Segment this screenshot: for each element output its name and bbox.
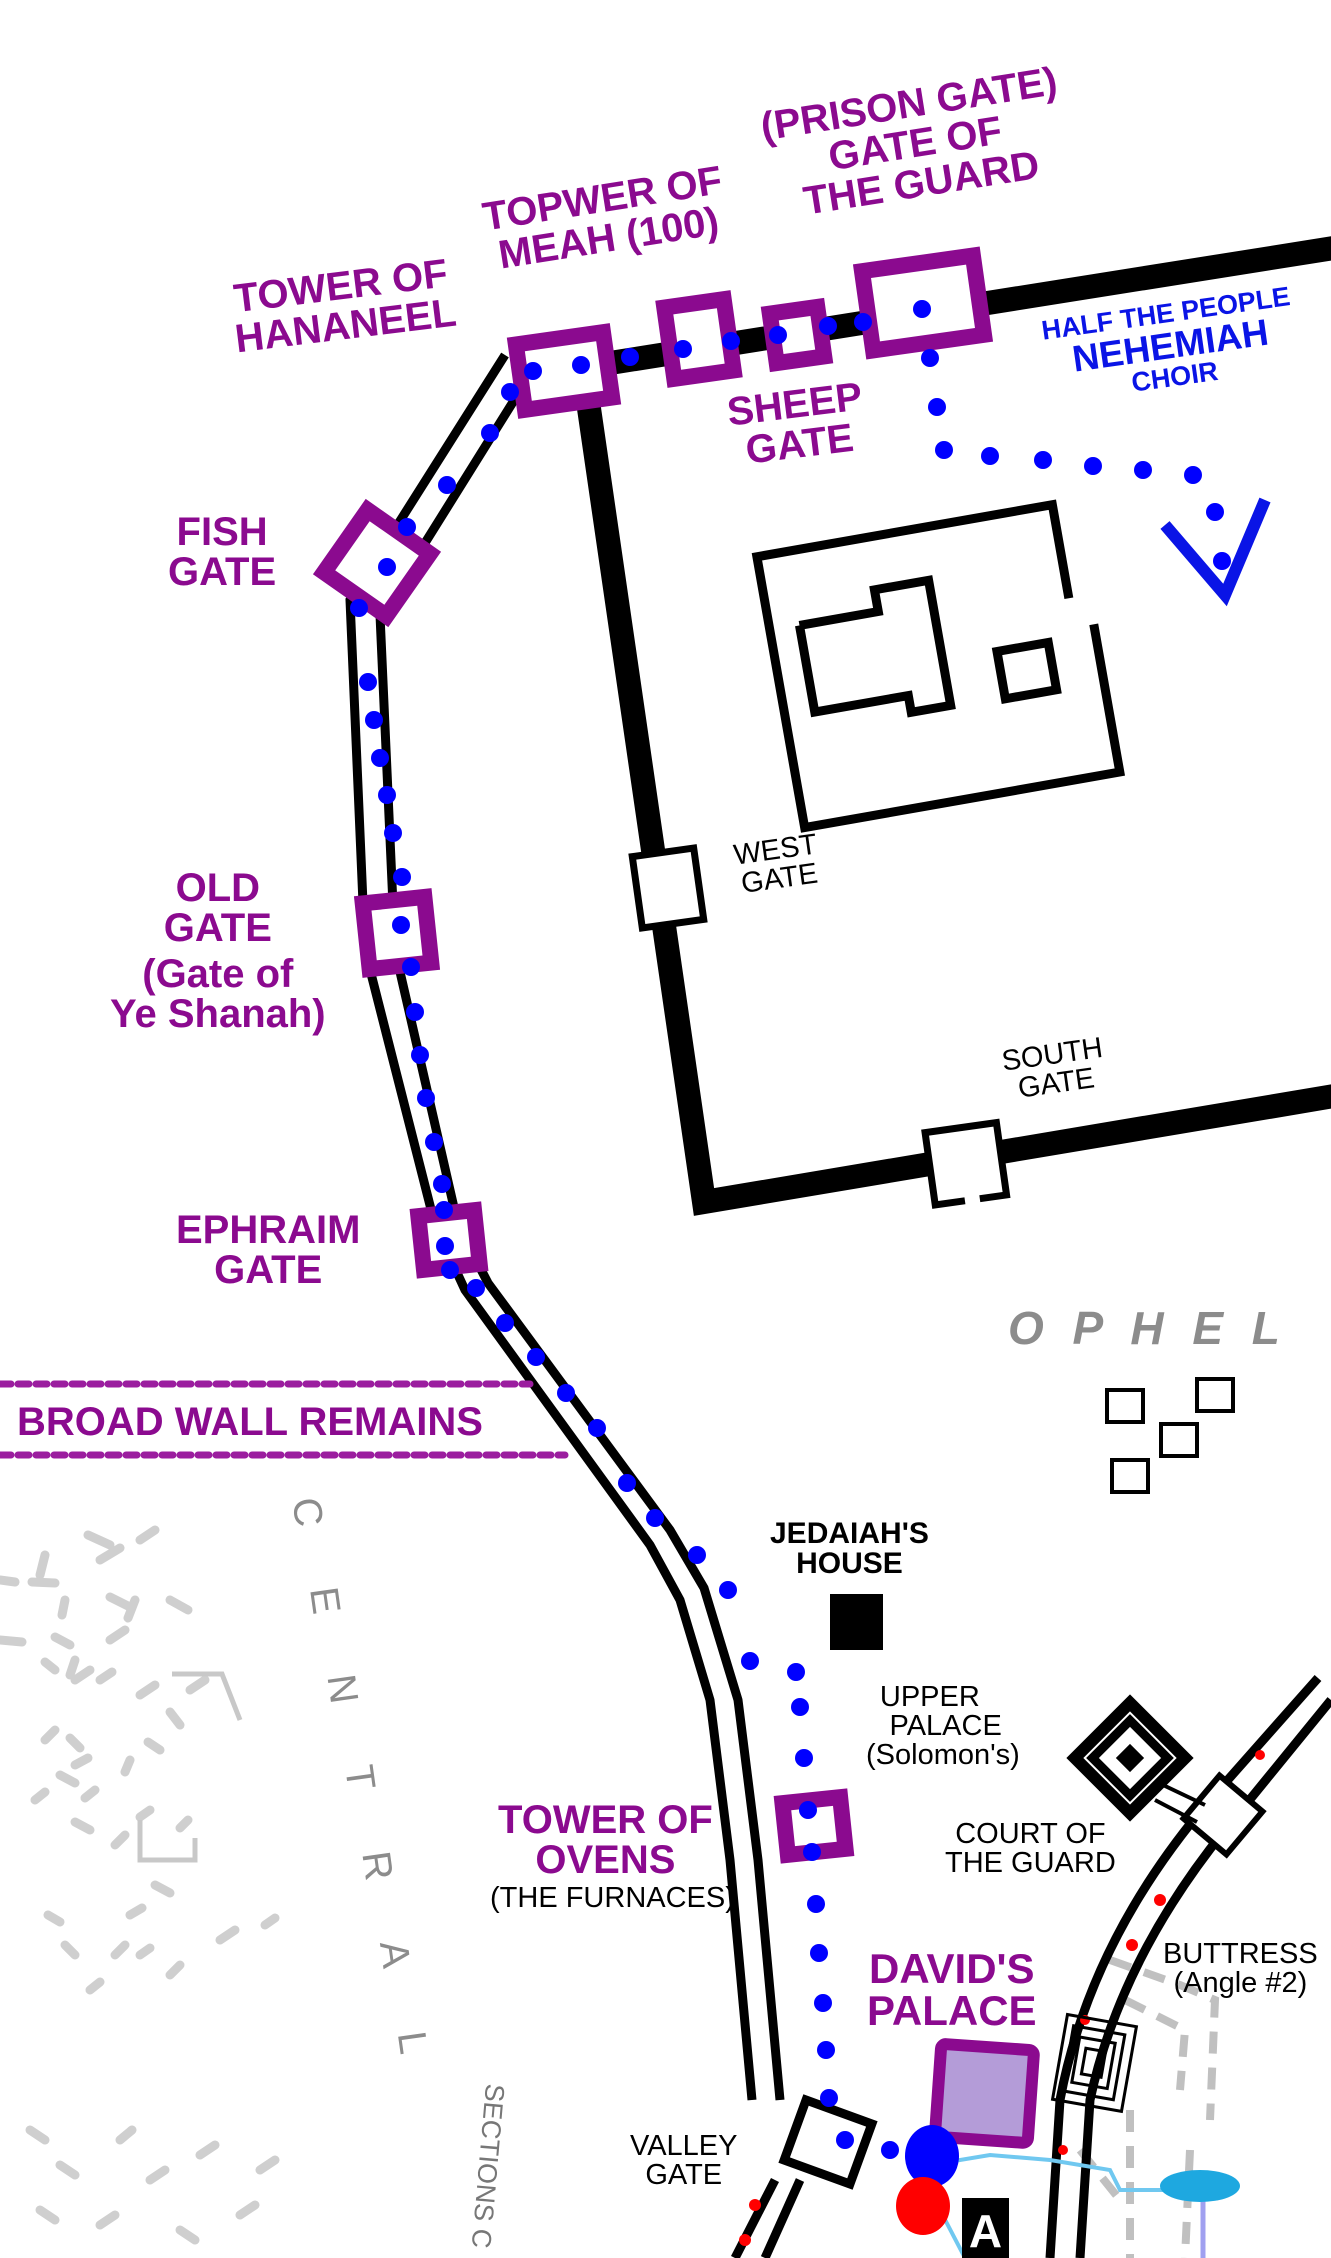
label-upper-palace: UPPER PALACE (Solomon's) [866,1681,1020,1771]
label-court-of-the-guard: COURT OF THE GUARD [945,1818,1116,1879]
label-the-furnaces: (THE FURNACES) [490,1882,735,1914]
procession-dots [350,300,1231,2159]
label-ophel-district: O P H E L [1008,1302,1288,1354]
buttress-structure-icon [1050,2012,1139,2114]
davids-palace-icon [929,2038,1040,2149]
label-broad-wall-remains: BROAD WALL REMAINS [17,1400,483,1444]
ruins-hatching [0,1525,280,2245]
court-of-guard-gatehouse [1179,1771,1267,1859]
south-wall-red-marks [739,2199,761,2246]
temple-mount-walls [571,236,1331,1216]
blue-marker-circle [905,2125,959,2187]
upper-palace-link [1154,1783,1206,1824]
broad-wall-lines [0,1380,569,1459]
red-marker-circle [896,2177,950,2235]
west-city-wall [345,352,805,2258]
upper-palace-icon [1066,1694,1194,1822]
marker-a-label: A [968,2205,1003,2257]
tower-hananeel-box [506,323,622,419]
label-tower-of-ovens: TOWER OF OVENS [498,1798,713,1882]
ruins-outline [137,1671,243,1863]
pool-icon [1160,2170,1240,2202]
fish-gate-box [312,498,442,628]
south-gate-box [921,1118,1011,1209]
ophel-houses [1105,1377,1235,1494]
label-fish-gate: FISH GATE [168,510,277,594]
label-davids-palace: DAVID'S PALACE [867,1945,1037,2034]
label-sheep-gate: SHEEP GATE [724,374,865,473]
valley-gate-box [778,2094,878,2190]
label-buttress: BUTTRESS (Angle #2) [1163,1938,1318,1999]
purple-gates [312,246,994,1864]
label-jedaiahs-house: JEDAIAH'S HOUSE [770,1517,929,1580]
label-west-gate: WEST GATE [731,828,820,900]
label-ephraim-gate: EPHRAIM GATE [176,1208,361,1292]
choir-direction-arrow-icon [1160,497,1271,607]
west-gate-box [628,844,708,932]
marker-a-box [962,2198,1009,2258]
label-valley-gate: VALLEY GATE [630,2130,738,2191]
label-old-gate: OLD GATE (Gate of Ye Shanah) [110,866,326,1036]
temple-courts [751,499,1126,833]
jedaiah-house-icon [830,1594,883,1650]
